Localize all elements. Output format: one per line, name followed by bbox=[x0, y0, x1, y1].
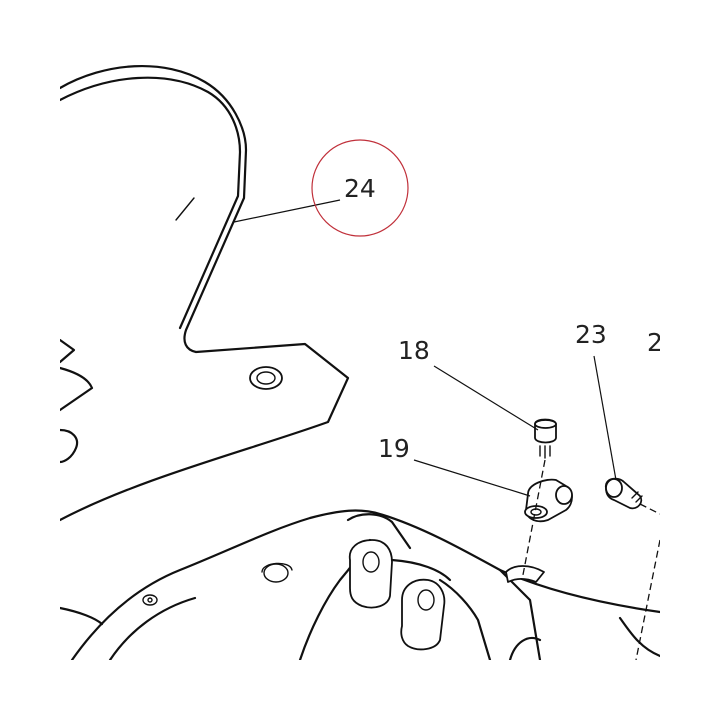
callout-24: 24 bbox=[344, 174, 376, 203]
part-23-bolt bbox=[605, 477, 643, 510]
callout-19: 19 bbox=[378, 434, 410, 463]
part-19-clamp bbox=[524, 478, 573, 523]
part-18-bolt bbox=[534, 418, 557, 459]
frame-bracket bbox=[58, 509, 662, 662]
assembly-line-23 bbox=[635, 539, 661, 661]
assembly-line-18-19 bbox=[521, 459, 546, 581]
leader-19 bbox=[413, 459, 531, 497]
part-24-cover-plate bbox=[58, 64, 350, 522]
callout-23: 23 bbox=[575, 320, 607, 349]
leader-23 bbox=[593, 355, 617, 481]
callout-2-partial: 2 bbox=[647, 328, 663, 357]
leader-18 bbox=[433, 365, 539, 431]
leader-24 bbox=[233, 199, 341, 223]
highlight-circle bbox=[311, 139, 409, 237]
callout-18: 18 bbox=[398, 336, 430, 365]
